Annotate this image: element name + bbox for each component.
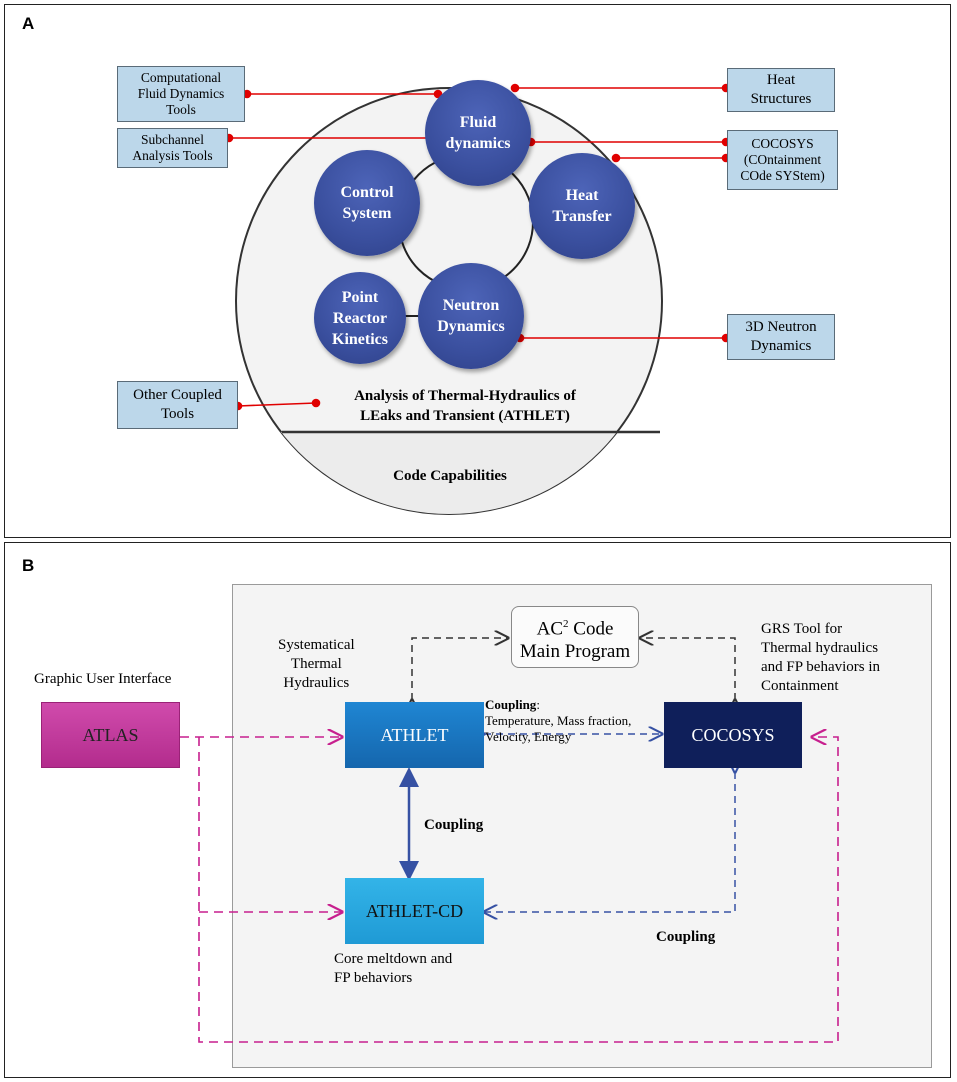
desc-line: FP behaviors: [334, 970, 413, 986]
box-line: Other Coupled: [133, 387, 222, 403]
cocosys-box: COCOSYS (COntainment COde SYStem): [727, 130, 838, 190]
module-line: System: [342, 205, 392, 222]
heat-structures-box: Heat Structures: [727, 68, 835, 112]
title-line: Analysis of Thermal-Hydraulics of: [354, 388, 576, 404]
coupling-bold: Coupling: [485, 697, 537, 712]
fluid-dynamics-circle: Fluid dynamics: [425, 80, 531, 186]
coupling-variables-label: Coupling: Temperature, Mass fraction, Ve…: [485, 697, 631, 745]
box-line: (COntainment: [743, 152, 822, 167]
panel-b: [4, 542, 951, 1078]
main-program-links: [412, 638, 735, 700]
athlet-title: Analysis of Thermal-Hydraulics of LEaks …: [315, 386, 615, 426]
box-line: Fluid Dynamics: [137, 86, 225, 101]
coupling-vertical-label: Coupling: [424, 817, 484, 833]
ac2-main-program-box: AC2 Code Main Program: [511, 606, 639, 668]
desc-line: Containment: [761, 678, 839, 694]
coupling-colon: :: [536, 697, 540, 712]
box-line: COCOSYS: [751, 136, 814, 151]
box-line: Tools: [166, 102, 196, 117]
panel-b-label: B: [22, 556, 35, 575]
coupling-var-line: Velocity, Energy: [485, 729, 572, 744]
ac2-prefix: AC: [536, 618, 564, 640]
desc-line: Thermal hydraulics: [761, 640, 879, 656]
athlet-description: Systematical Thermal Hydraulics: [278, 636, 355, 693]
cocosys-node: COCOSYS: [664, 702, 802, 768]
ac2-suffix: Code: [568, 618, 614, 640]
desc-line: Systematical: [278, 637, 355, 653]
atlas-node: ATLAS: [41, 702, 180, 768]
code-capabilities-label: Code Capabilities: [393, 468, 507, 484]
desc-line: Hydraulics: [283, 675, 350, 691]
module-line: Dynamics: [437, 318, 505, 335]
module-line: Neutron: [442, 297, 500, 314]
box-line: Analysis Tools: [132, 148, 213, 163]
ac2-line2: Main Program: [519, 641, 631, 663]
box-line: Subchannel: [141, 132, 204, 147]
cfd-tools-box: Computational Fluid Dynamics Tools: [117, 66, 245, 122]
3d-neutron-dynamics-box: 3D Neutron Dynamics: [727, 314, 835, 360]
coupling-links: [484, 734, 735, 912]
ac2-superscript: 2: [563, 618, 569, 630]
module-line: Point: [341, 288, 379, 306]
cocosys-description: GRS Tool for Thermal hydraulics and FP b…: [761, 620, 880, 696]
box-line: 3D Neutron: [745, 319, 817, 335]
coupling-bottom-label: Coupling: [656, 929, 716, 945]
title-line: LEaks and Transient (ATHLET): [360, 408, 570, 424]
desc-line: GRS Tool for: [761, 621, 843, 637]
athlet-cd-description: Core meltdown and FP behaviors: [334, 950, 452, 988]
module-line: Fluid: [459, 114, 497, 131]
subchannel-tools-box: Subchannel Analysis Tools: [117, 128, 228, 168]
box-line: COde SYStem): [740, 168, 825, 183]
box-line: Dynamics: [750, 338, 812, 354]
desc-line: and FP behaviors in: [761, 659, 881, 675]
coupling-var-line: Temperature, Mass fraction,: [485, 713, 632, 728]
panel-a-label: A: [22, 14, 35, 33]
module-line: dynamics: [445, 135, 511, 152]
panel-a: [4, 4, 951, 538]
box-line: Heat: [766, 72, 796, 88]
box-line: Tools: [160, 406, 195, 422]
module-line: Reactor: [332, 309, 388, 327]
module-line: Transfer: [552, 208, 612, 225]
atlas-links: [180, 737, 839, 1043]
module-line: Control: [340, 184, 394, 201]
athlet-node: ATHLET: [345, 702, 484, 768]
box-line: Computational: [140, 70, 222, 85]
athlet-cd-node: ATHLET-CD: [345, 878, 484, 944]
box-line: Structures: [750, 91, 812, 107]
desc-line: Thermal: [290, 656, 342, 672]
other-coupled-tools-box: Other Coupled Tools: [117, 381, 238, 429]
gui-label: Graphic User Interface: [34, 671, 172, 687]
module-line: Kinetics: [332, 330, 388, 348]
desc-line: Core meltdown and: [334, 951, 453, 967]
module-line: Heat: [565, 187, 599, 204]
